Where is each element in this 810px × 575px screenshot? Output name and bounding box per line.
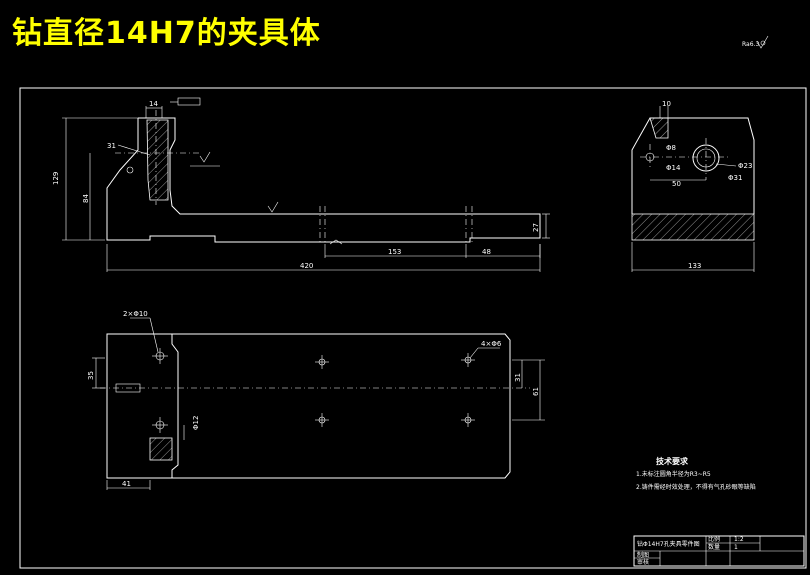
quantity-value: 1 [734, 544, 738, 551]
roughness-symbol: Ra6.3 [742, 35, 769, 49]
tech-req-heading: 技术要求 [656, 456, 689, 466]
dim-31-front: 31 [107, 142, 116, 150]
dim-129: 129 [52, 172, 60, 185]
tech-req-item-1: 1.未标注圆角半径为R3~R5 [636, 470, 711, 478]
tech-req-item-2: 2.铸件需经时效处理，不得有气孔砂眼等缺陷 [636, 483, 756, 491]
label-4x-dia6: 4×Φ6 [481, 340, 502, 348]
dim-dia31: Φ31 [728, 174, 742, 182]
side-view: 10 Φ8 Φ14 50 Φ23 Φ31 133 [631, 100, 755, 272]
dim-41: 41 [122, 480, 131, 488]
dim-153: 153 [388, 248, 401, 256]
drawing-frame [19, 87, 807, 569]
dim-10: 10 [662, 100, 671, 108]
dim-84: 84 [82, 194, 90, 203]
dim-50: 50 [672, 180, 681, 188]
dim-dia23: Φ23 [738, 162, 752, 170]
part-name: 钻Φ14H7孔夹具零件图 [637, 540, 700, 548]
roughness-note: Ra6.3 [742, 41, 759, 48]
front-view: 14 31 129 84 420 153 48 27 [52, 97, 550, 272]
side-section-hatch [631, 213, 755, 241]
front-section-hatch [146, 119, 169, 201]
hole-markers [152, 348, 475, 433]
dim-35: 35 [87, 371, 95, 380]
top-section-hatch [149, 437, 173, 461]
dim-420: 420 [300, 262, 313, 270]
technical-requirements: 技术要求 1.未标注圆角半径为R3~R5 2.铸件需经时效处理，不得有气孔砂眼等… [636, 456, 756, 491]
dim-61: 61 [532, 387, 540, 396]
scale-value: 1:2 [734, 536, 744, 543]
label-2x-dia10: 2×Φ10 [123, 310, 148, 318]
dim-31-top: 31 [514, 373, 522, 382]
dim-dia8: Φ8 [666, 144, 676, 152]
dim-dia14: Φ14 [666, 164, 681, 172]
dim-14: 14 [149, 100, 158, 108]
label-quantity: 数量 [708, 543, 720, 551]
label-checked: 审核 [637, 558, 649, 566]
top-view: 2×Φ10 4×Φ6 35 31 61 Φ12 41 [87, 310, 545, 490]
title-block: 钻Φ14H7孔夹具零件图 比例 数量 1:2 1 制图 审核 [633, 535, 805, 567]
drawing-title: 钻直径14H7的夹具体 [12, 16, 321, 51]
dim-133: 133 [688, 262, 701, 270]
label-drawn: 制图 [637, 551, 649, 559]
dim-dia12: Φ12 [192, 416, 200, 430]
dim-27: 27 [532, 223, 540, 232]
label-scale: 比例 [708, 535, 720, 543]
dim-48: 48 [482, 248, 491, 256]
